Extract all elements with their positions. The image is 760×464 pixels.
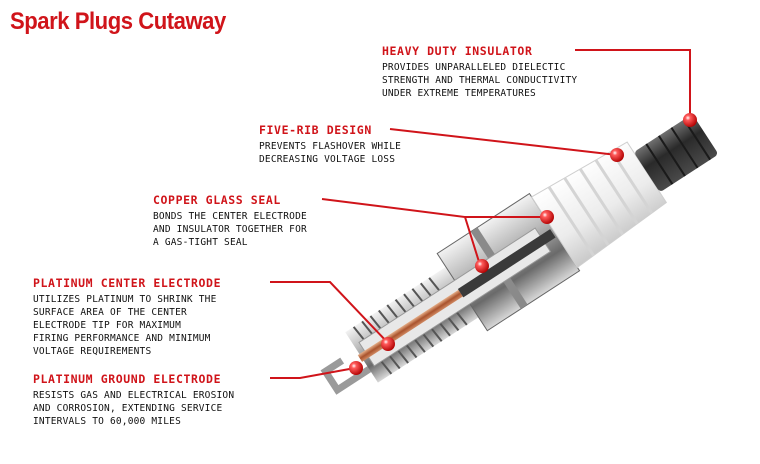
desc-line: DECREASING VOLTAGE LOSS — [259, 154, 396, 165]
desc-line: PROVIDES UNPARALLELED DIELECTIC — [382, 62, 566, 73]
terminal-stud-shape — [457, 229, 556, 298]
desc-line: INTERVALS TO 60,000 MILES — [33, 416, 181, 427]
callout-five-rib-design: FIVE-RIB DESIGN PREVENTS FLASHOVER WHILE… — [259, 123, 401, 166]
callout-platinum-ground-electrode: PLATINUM GROUND ELECTRODE RESISTS GAS AN… — [33, 372, 234, 428]
callout-heading: COPPER GLASS SEAL — [153, 193, 281, 207]
desc-line: AND INSULATOR TOGETHER FOR — [153, 224, 307, 235]
callout-description: UTILIZES PLATINUM TO SHRINK THE SURFACE … — [33, 293, 221, 358]
desc-line: UTILIZES PLATINUM TO SHRINK THE — [33, 294, 217, 305]
desc-line: ELECTRODE TIP FOR MAXIMUM — [33, 320, 181, 331]
dot-ground-electrode — [349, 361, 363, 375]
desc-line: STRENGTH AND THERMAL CONDUCTIVITY — [382, 75, 578, 86]
desc-line: A GAS-TIGHT SEAL — [153, 237, 248, 248]
desc-line: BONDS THE CENTER ELECTRODE — [153, 211, 307, 222]
callout-heading: FIVE-RIB DESIGN — [259, 123, 372, 137]
terminal-cap-shape — [635, 115, 718, 191]
dot-copper-seal — [540, 210, 554, 224]
indicator-dots — [349, 113, 697, 375]
leader-line-center-electrode — [270, 281, 389, 344]
page-title: Spark Plugs Cutaway — [10, 8, 226, 35]
callout-description: RESISTS GAS AND ELECTRICAL EROSION AND C… — [33, 389, 234, 428]
callout-heading: HEAVY DUTY INSULATOR — [382, 44, 533, 58]
desc-line: VOLTAGE REQUIREMENTS — [33, 346, 152, 357]
leader-line-ground-electrode — [270, 367, 356, 379]
desc-line: UNDER EXTREME TEMPERATURES — [382, 88, 536, 99]
dot-insulator — [683, 113, 697, 127]
ground-electrode-shape — [320, 357, 373, 395]
callout-description: BONDS THE CENTER ELECTRODE AND INSULATOR… — [153, 210, 307, 249]
callout-description: PROVIDES UNPARALLELED DIELECTIC STRENGTH… — [382, 61, 577, 100]
desc-line: PREVENTS FLASHOVER WHILE — [259, 141, 402, 152]
callout-heading: PLATINUM CENTER ELECTRODE — [33, 276, 222, 290]
dot-five-rib — [610, 148, 624, 162]
callout-description: PREVENTS FLASHOVER WHILE DECREASING VOLT… — [259, 140, 401, 166]
desc-line: AND CORROSION, EXTENDING SERVICE — [33, 403, 223, 414]
dot-glass-seal — [475, 259, 489, 273]
callout-heading: PLATINUM GROUND ELECTRODE — [33, 372, 222, 386]
desc-line: FIRING PERFORMANCE AND MINIMUM — [33, 333, 211, 344]
insulator-shape — [530, 141, 668, 269]
dot-center-electrode — [381, 337, 395, 351]
leader-line-five-rib — [389, 128, 618, 156]
leader-line-insulator — [575, 49, 691, 120]
callout-copper-glass-seal: COPPER GLASS SEAL BONDS THE CENTER ELECT… — [153, 193, 307, 249]
desc-line: RESISTS GAS AND ELECTRICAL EROSION — [33, 390, 235, 401]
callout-heavy-duty-insulator: HEAVY DUTY INSULATOR PROVIDES UNPARALLEL… — [382, 44, 577, 100]
desc-line: SURFACE AREA OF THE CENTER — [33, 307, 187, 318]
callout-platinum-center-electrode: PLATINUM CENTER ELECTRODE UTILIZES PLATI… — [33, 276, 221, 358]
